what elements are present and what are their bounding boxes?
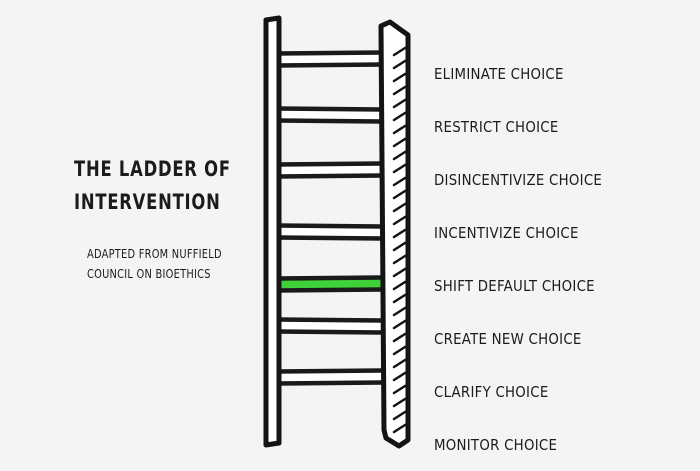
ladder-rung — [269, 106, 391, 124]
title-line: INTERVENTION — [74, 190, 221, 214]
ladder-rung — [269, 50, 391, 68]
ladder-rung — [269, 317, 391, 335]
rail-hatch-line — [392, 254, 407, 265]
rail-hatch-line — [392, 85, 407, 96]
rail-hatch-line — [392, 423, 407, 434]
rail-hatch-line — [392, 345, 407, 356]
title-line: THE LADDER OF — [74, 157, 231, 181]
rung-label: MONITOR CHOICE — [434, 436, 558, 454]
rail-hatch-line — [392, 111, 407, 122]
rail-hatch-line — [392, 410, 407, 421]
ladder-rungs — [269, 50, 391, 386]
rung-label: INCENTIVIZE CHOICE — [434, 224, 579, 242]
rung-label: CREATE NEW CHOICE — [434, 330, 582, 348]
rail-hatch-line — [392, 124, 407, 135]
diagram-subtitle: ADAPTED FROM NUFFIELD COUNCIL ON BIOETHI… — [87, 244, 222, 284]
rail-hatch-line — [392, 358, 407, 369]
rail-hatch-line — [392, 319, 407, 330]
rail-hatch-line — [392, 215, 407, 226]
rail-hatch-line — [392, 189, 407, 200]
rail-hatch-line — [392, 137, 407, 148]
rail-hatch-line — [392, 150, 407, 161]
rung-label: SHIFT DEFAULT CHOICE — [434, 277, 595, 295]
ladder-rung-highlighted — [269, 275, 391, 293]
rail-hatch-line — [392, 46, 407, 57]
rail-hatch-line — [392, 59, 407, 70]
rail-hatch-line — [392, 306, 407, 317]
rail-hatch-line — [392, 228, 407, 239]
ladder-rung — [269, 223, 391, 241]
ladder-left-rail — [263, 15, 282, 448]
rail-hatch-line — [392, 332, 407, 343]
rail-hatch-line — [392, 293, 407, 304]
rail-hatch-line — [392, 98, 407, 109]
rung-label: RESTRICT CHOICE — [434, 118, 559, 136]
subtitle-line: COUNCIL ON BIOETHICS — [87, 267, 211, 281]
rail-hatch-line — [392, 163, 407, 174]
rung-label: ELIMINATE CHOICE — [434, 65, 564, 83]
rail-hatch-line — [392, 384, 407, 395]
ladder-right-rail — [378, 19, 411, 449]
rail-hatch-line — [392, 72, 407, 83]
rung-label: DISINCENTIVIZE CHOICE — [434, 171, 603, 189]
rail-hatch-line — [392, 280, 407, 291]
rail-hatch-line — [392, 202, 407, 213]
rail-hatch-line — [392, 371, 407, 382]
ladder-rung — [269, 368, 391, 386]
rail-hatch-line — [392, 397, 407, 408]
subtitle-line: ADAPTED FROM NUFFIELD — [87, 247, 222, 261]
rung-label: CLARIFY CHOICE — [434, 383, 549, 401]
rail-hatch-line — [392, 176, 407, 187]
ladder-rung — [269, 161, 391, 179]
rail-hatch-line — [392, 267, 407, 278]
rail-hatch-line — [392, 241, 407, 252]
diagram-title: THE LADDER OF INTERVENTION — [74, 153, 231, 219]
